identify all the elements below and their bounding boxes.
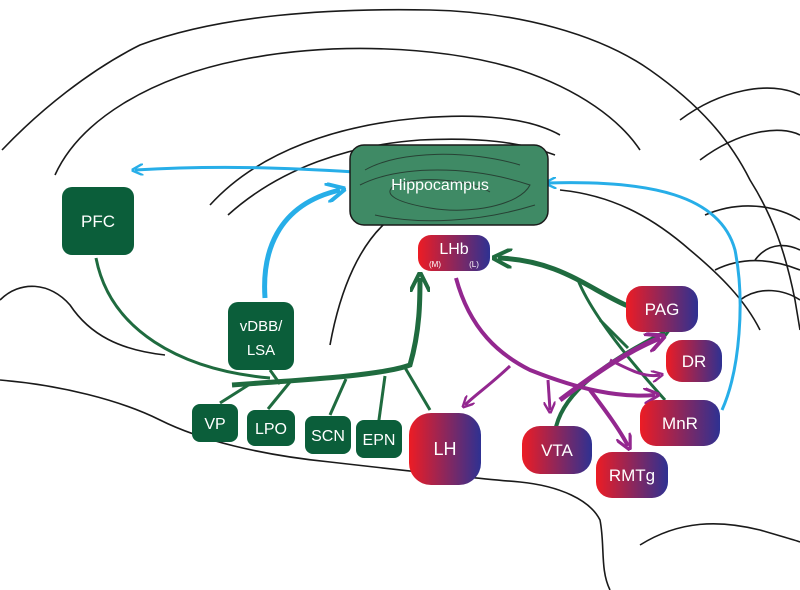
vp-branch bbox=[219, 382, 251, 405]
lhb-main-output bbox=[454, 277, 655, 396]
lhb-to-vta-arrow bbox=[548, 379, 550, 410]
scn-box bbox=[305, 416, 351, 454]
vdbb-branch bbox=[268, 369, 282, 385]
pons-outline bbox=[639, 522, 800, 546]
lpo-box bbox=[247, 410, 295, 446]
vdbb-lsa-node: vDBB/ LSA bbox=[228, 302, 294, 370]
pag-label: PAG bbox=[645, 300, 680, 319]
lhb-label: LHb bbox=[439, 241, 468, 258]
epn-box bbox=[356, 420, 402, 458]
scn-branch bbox=[328, 378, 348, 416]
epn-branch bbox=[376, 375, 387, 428]
pag-to-lhb-arrow bbox=[498, 258, 629, 309]
lpo-label: LPO bbox=[255, 421, 287, 438]
pfc-box bbox=[62, 187, 134, 255]
lhb-to-pag-arrow bbox=[558, 338, 660, 403]
vta-node: VTA bbox=[522, 426, 592, 474]
pfc-node: PFC bbox=[62, 187, 134, 255]
ventral-outline bbox=[0, 379, 611, 590]
rmtg-node: RMTg bbox=[596, 452, 668, 498]
lhb-to-lh-arrow bbox=[465, 364, 512, 405]
vp-node: VP bbox=[192, 404, 238, 442]
inner-cortex-line bbox=[54, 47, 641, 176]
corpus-callosum-upper bbox=[209, 115, 561, 206]
epn-label: EPN bbox=[363, 432, 396, 449]
scn-node: SCN bbox=[305, 416, 351, 454]
cerebellum-folds bbox=[739, 244, 800, 301]
lhb-lateral-label: (L) bbox=[469, 260, 479, 269]
green-pathways bbox=[94, 257, 667, 433]
dr-box bbox=[666, 340, 722, 382]
blue-pathways bbox=[135, 167, 742, 411]
lpo-branch bbox=[266, 381, 292, 410]
vdbb-to-hippocampus-arrow bbox=[262, 190, 340, 299]
pag-node: PAG bbox=[626, 286, 698, 332]
mnr-green-branch bbox=[598, 318, 630, 350]
mnr-box bbox=[640, 400, 720, 446]
midbrain-outline bbox=[559, 189, 761, 331]
vp-label: VP bbox=[204, 416, 225, 433]
purple-pathways bbox=[454, 277, 660, 446]
vdbb-lsa-box bbox=[228, 302, 294, 370]
pfc-to-lhb-path bbox=[94, 257, 271, 380]
lh-label: LH bbox=[433, 439, 456, 459]
brain-outline bbox=[0, 8, 800, 590]
vta-box bbox=[522, 426, 592, 474]
hippocampus-to-pfc-arrow bbox=[135, 167, 356, 172]
mnr-to-hippocampus-arrow bbox=[548, 183, 742, 411]
basal-forebrain-trunk-arrow bbox=[231, 278, 420, 388]
mnr-node: MnR bbox=[640, 400, 720, 446]
scn-label: SCN bbox=[311, 428, 345, 445]
midbrain-to-lhb-green bbox=[576, 279, 667, 402]
dr-label: DR bbox=[682, 352, 707, 371]
cerebellum-outline bbox=[679, 87, 800, 271]
rmtg-label: RMTg bbox=[609, 466, 655, 485]
lh-node: LH bbox=[409, 413, 481, 485]
rmtg-box bbox=[596, 452, 668, 498]
lhb-medial-label: (M) bbox=[429, 260, 441, 269]
thalamus-outline bbox=[329, 214, 396, 346]
mnr-label: MnR bbox=[662, 414, 698, 433]
lsa-label: LSA bbox=[247, 342, 275, 359]
hippocampus-node: Hippocampus bbox=[349, 144, 549, 226]
lh-box bbox=[409, 413, 481, 485]
dr-node: DR bbox=[666, 340, 722, 382]
epn-node: EPN bbox=[356, 420, 402, 458]
cortex-outline bbox=[1, 8, 800, 331]
hippocampus-folds bbox=[359, 153, 536, 222]
olfactory-outline bbox=[0, 285, 166, 356]
lhb-to-rmtg-arrow bbox=[588, 388, 628, 446]
lpo-node: LPO bbox=[247, 410, 295, 446]
pag-box bbox=[626, 286, 698, 332]
vdbb-label: vDBB/ bbox=[240, 318, 283, 335]
hippocampus-label: Hippocampus bbox=[391, 177, 489, 194]
lhb-node: LHb (M) (L) bbox=[418, 235, 490, 271]
lhb-box bbox=[418, 235, 490, 271]
pfc-label: PFC bbox=[81, 212, 115, 231]
lh-branch bbox=[402, 365, 432, 411]
vp-box bbox=[192, 404, 238, 442]
vta-label: VTA bbox=[541, 441, 573, 460]
